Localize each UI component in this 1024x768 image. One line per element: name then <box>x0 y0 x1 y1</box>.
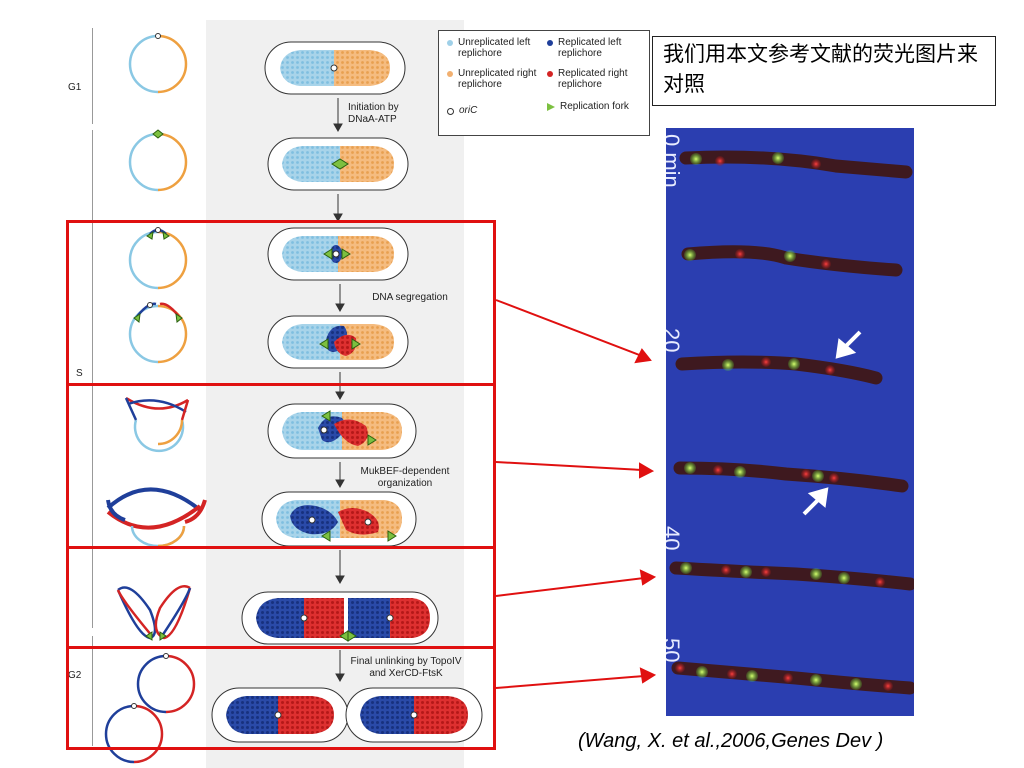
cell-organization <box>261 491 417 547</box>
dark-blue-dot-icon <box>547 40 553 46</box>
micrograph-cells <box>669 150 914 695</box>
highlight-arrows <box>495 299 657 689</box>
highlight-box-separation <box>66 546 496 649</box>
legend-replicated-left: Replicated left replichore <box>547 37 647 59</box>
legend-unreplicated-left: Unreplicated left replichore <box>447 37 543 59</box>
cell-daughter-left <box>211 687 349 743</box>
orange-dot-icon <box>447 71 453 77</box>
chromosome-circle-initiation <box>128 129 188 192</box>
chromosome-circle-g1 <box>128 33 188 94</box>
time-label-40: 40 <box>666 526 684 551</box>
fluorescence-micrograph: 0 min 20 40 50 <box>666 128 914 716</box>
highlight-box-segregation <box>66 220 496 386</box>
cell-mukbef <box>267 403 417 459</box>
light-blue-dot-icon <box>447 40 453 46</box>
white-arrows <box>802 330 862 516</box>
cell-separated-chromosomes <box>241 591 439 645</box>
triangle-fork-icon <box>547 103 555 111</box>
cell-early-replication <box>267 227 409 281</box>
time-label-50: 50 <box>666 638 684 663</box>
highlight-box-g2 <box>66 646 496 750</box>
chromosome-circle-g2-top <box>136 653 196 714</box>
step-segregation-label: DNA segregation <box>372 292 448 303</box>
cell-initiation <box>267 137 409 191</box>
phase-s-label: S <box>76 368 83 379</box>
chromosome-figure8-organization <box>106 487 207 548</box>
legend-oric: oriC <box>447 105 543 116</box>
time-label-20: 20 <box>666 328 684 353</box>
legend-unreplicated-right: Unreplicated right replichore <box>447 68 543 90</box>
legend: Unreplicated left replichore Unreplicate… <box>438 30 650 136</box>
legend-replication-fork: Replication fork <box>547 101 647 112</box>
step-initiation-label: Initiation by DNaA-ATP <box>348 102 399 125</box>
step-arrows <box>333 98 345 683</box>
chromosome-figure8-mukbef <box>124 396 190 453</box>
phase-g2-label: G2 <box>68 670 82 681</box>
citation: (Wang, X. et al.,2006,Genes Dev ) <box>578 730 884 752</box>
cell-daughter-right <box>345 687 483 743</box>
red-dot-icon <box>547 71 553 77</box>
g1-timeline <box>92 28 93 124</box>
chromosome-circle-segregation <box>128 302 188 364</box>
s-timeline <box>92 130 93 628</box>
highlight-box-mukbef <box>66 383 496 549</box>
comparison-note: 我们用本文参考文献的荧光图片来对照 <box>652 36 996 106</box>
step-mukbef-label: MukBEF-dependent organization <box>360 466 450 489</box>
time-label-0: 0 min <box>666 134 684 188</box>
open-circle-icon <box>447 108 454 115</box>
legend-replicated-right: Replicated right replichore <box>547 68 647 90</box>
cell-segregation <box>267 315 409 369</box>
chromosome-circle-early-s <box>128 227 188 290</box>
chromosome-separated-loops <box>116 585 192 641</box>
phase-g1-label: G1 <box>68 82 82 93</box>
cell-g1 <box>264 41 406 95</box>
chromosome-circle-g2-bottom <box>104 703 164 764</box>
g2-timeline <box>92 636 93 746</box>
step-unlinking-label: Final unlinking by TopoIV and XerCD-FtsK <box>350 656 462 679</box>
